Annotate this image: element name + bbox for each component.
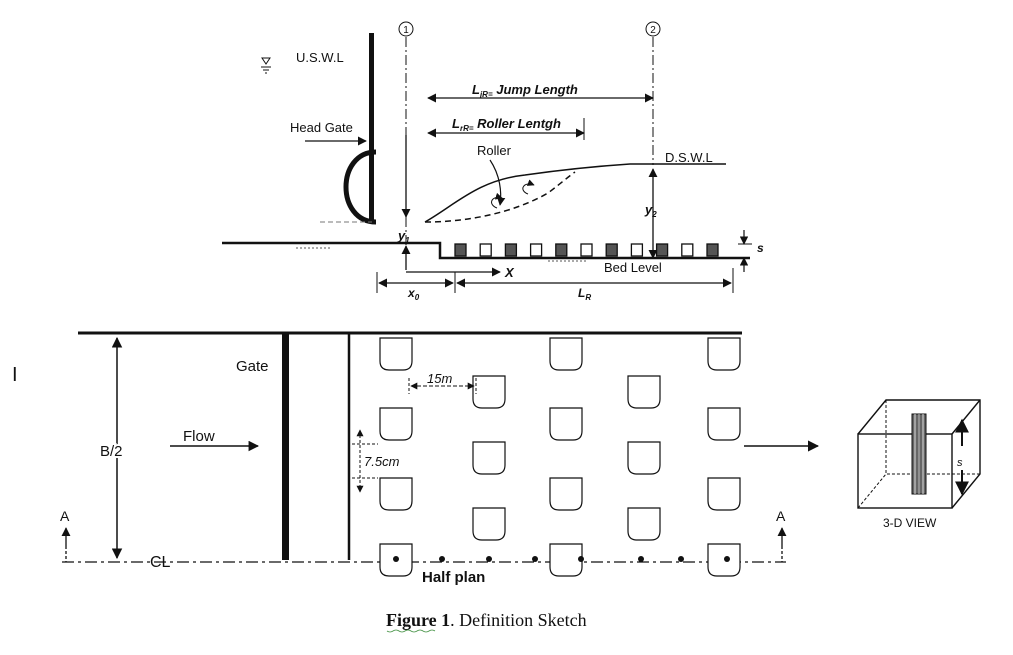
- water-surface-profile: [424, 163, 726, 223]
- centerline-dot: [486, 556, 492, 562]
- centerline-dot: [439, 556, 445, 562]
- cube-hidden-edges: [857, 473, 980, 509]
- floor-block: [630, 243, 644, 257]
- longitudinal-spacing-label: 15m: [427, 371, 452, 386]
- eddy-arrow-1: [491, 192, 503, 209]
- centerline-dot: [578, 556, 584, 562]
- eddy-arrow-2: [522, 179, 535, 195]
- figure-number: Figure 1: [386, 610, 450, 630]
- baffle-block: [472, 507, 506, 541]
- bed-level-label: Bed Level: [604, 260, 662, 275]
- floor-blocks: [454, 243, 719, 257]
- centerline-label: CL: [150, 554, 171, 571]
- baffle-block: [549, 543, 583, 577]
- gate-lip: [343, 149, 377, 225]
- centerline-dot: [393, 556, 399, 562]
- centerline-dot: [724, 556, 730, 562]
- 3d-view-label: 3-D VIEW: [883, 516, 937, 530]
- x-label: X: [504, 265, 515, 280]
- floor-block: [479, 243, 492, 257]
- gate-label: Gate: [236, 358, 269, 375]
- floor-block: [555, 243, 568, 257]
- roller-pointer: [489, 159, 506, 206]
- half-plan: I Gate Flow B/2 CL A A 15m: [12, 331, 820, 586]
- baffle-block: [549, 337, 583, 371]
- floor-block: [681, 243, 694, 257]
- baffle-block: [549, 477, 583, 511]
- baffle-block: [379, 337, 413, 371]
- svg-text:A: A: [60, 508, 70, 524]
- spellcheck-underline: [386, 629, 436, 633]
- dsw-level-label: D.S.W.L: [665, 150, 713, 165]
- roller-boundary: [424, 171, 576, 223]
- usw-level-label: U.S.W.L: [296, 50, 344, 65]
- centerline-dot: [532, 556, 538, 562]
- s-label: s: [757, 241, 764, 255]
- baffle-block: [707, 543, 741, 577]
- section-line-2: 2: [645, 21, 661, 165]
- svg-text:2: 2: [650, 25, 656, 36]
- floor-block: [529, 243, 543, 257]
- floor-block: [454, 243, 467, 257]
- flow-label: Flow: [183, 428, 215, 445]
- floor-block: [605, 243, 618, 257]
- baffle-block: [707, 407, 741, 441]
- baffle-block: [707, 337, 741, 371]
- plan-blocks: [379, 337, 741, 577]
- cube-front-face: [857, 433, 953, 509]
- transverse-spacing-label: 7.5cm: [364, 454, 400, 469]
- 3d-s-label: s: [957, 457, 963, 469]
- x0-label: x0: [407, 286, 420, 302]
- baffle-block: [627, 375, 661, 409]
- gate-slab: [282, 334, 289, 560]
- y2-label: y2: [644, 202, 657, 219]
- floor-block: [655, 243, 669, 257]
- baffle-block: [627, 441, 661, 475]
- figure-caption: Figure 1. Definition Sketch: [386, 610, 587, 630]
- y1-label: y1: [397, 228, 410, 245]
- roller-length-label: LrR= Roller Lentgh: [452, 116, 561, 133]
- block-3d-view: [857, 399, 981, 509]
- baffle-block: [379, 407, 413, 441]
- baffle-block: [627, 507, 661, 541]
- baffle-block: [472, 375, 506, 409]
- centerline-dots: [393, 556, 730, 562]
- section-marker-right: A: [776, 508, 787, 562]
- half-width-label: B/2: [100, 443, 123, 460]
- svg-text:1: 1: [403, 25, 409, 36]
- lr-label: LR: [578, 286, 591, 302]
- head-gate-post: [369, 33, 374, 223]
- floor-block: [580, 243, 593, 257]
- floor-block: [504, 243, 518, 257]
- half-plan-title: Half plan: [422, 569, 485, 586]
- head-gate-label: Head Gate: [290, 120, 353, 135]
- baffle-block: [472, 441, 506, 475]
- figure-caption-text: . Definition Sketch: [450, 610, 586, 630]
- baffle-block: [549, 407, 583, 441]
- section-marker-left: A: [60, 508, 71, 562]
- water-level-symbol: [261, 57, 271, 74]
- svg-text:A: A: [776, 508, 786, 524]
- centerline-dot: [638, 556, 644, 562]
- centerline-dot: [678, 556, 684, 562]
- plan-mark: I: [12, 364, 18, 386]
- longitudinal-profile: U.S.W.L Head Gate 1 2 LjR= Jump Length L…: [222, 21, 764, 302]
- floor-block: [706, 243, 719, 257]
- roller-label: Roller: [477, 143, 512, 158]
- baffle-block: [379, 477, 413, 511]
- baffle-block: [707, 477, 741, 511]
- channel-floor: [222, 241, 750, 260]
- jump-length-label: LjR= Jump Length: [472, 82, 578, 99]
